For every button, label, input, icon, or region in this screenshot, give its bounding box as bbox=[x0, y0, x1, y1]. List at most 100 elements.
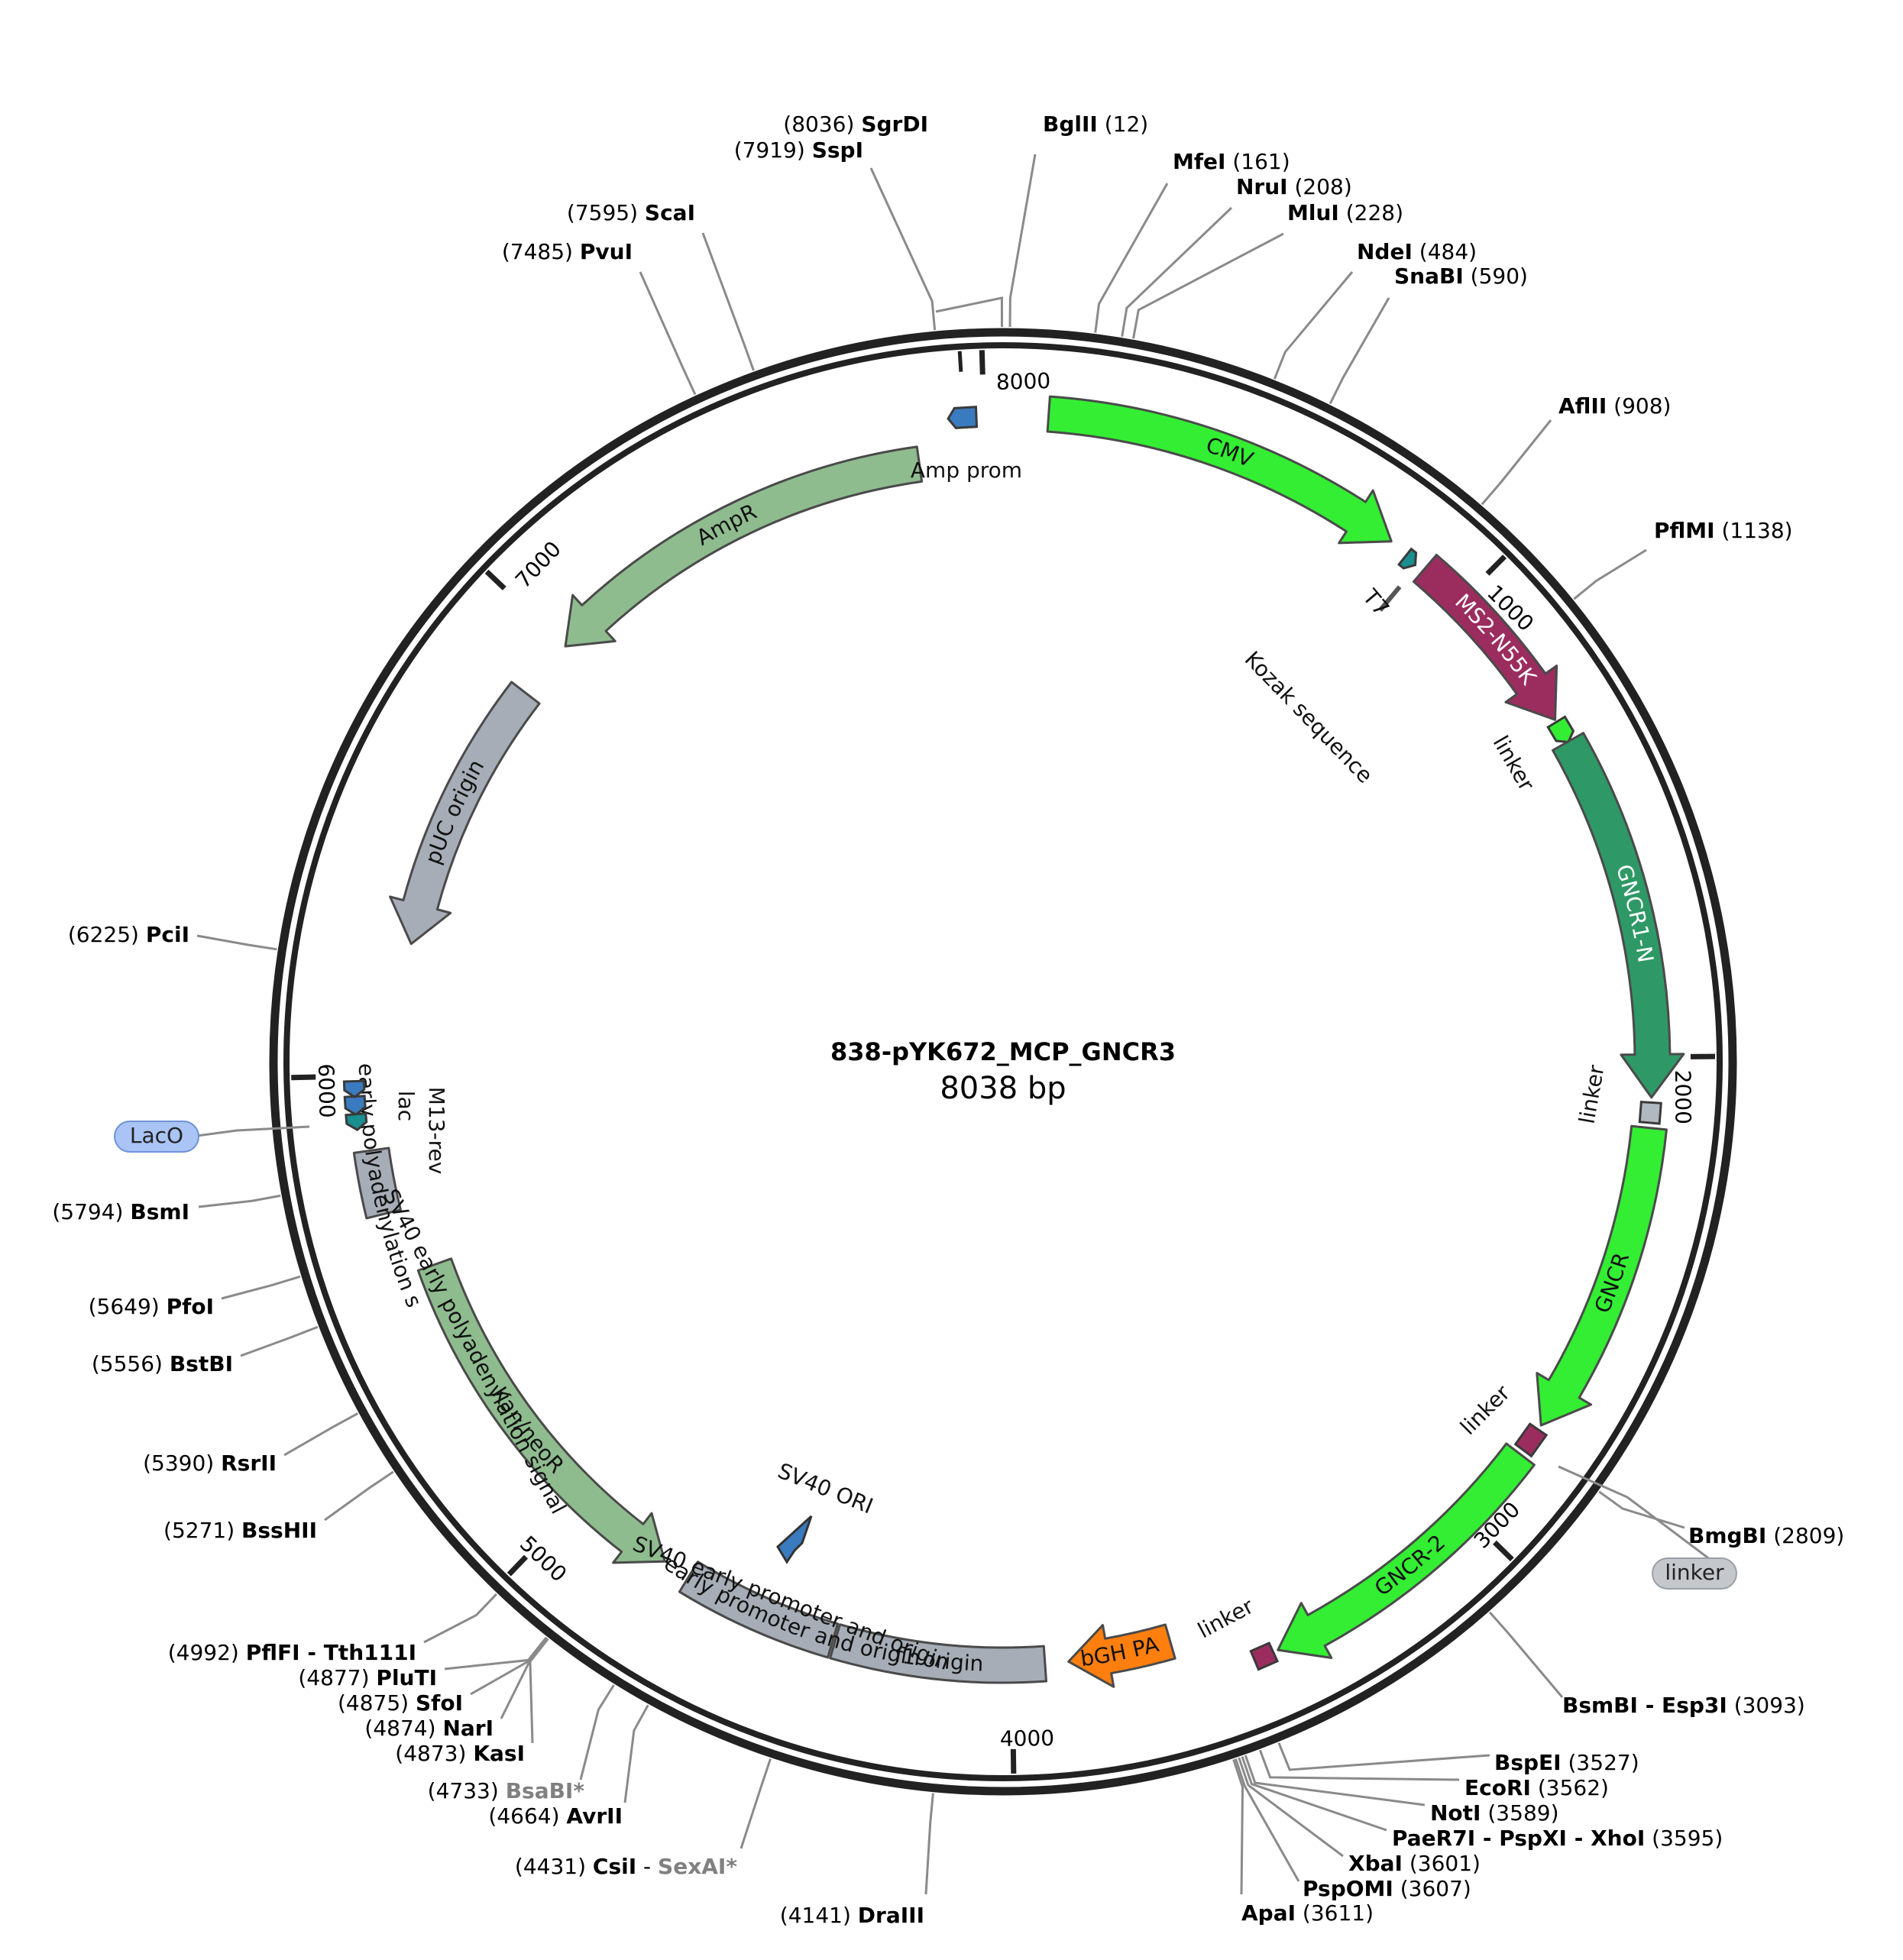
feature-label-sv40pa: SV40 early polyadenylation signal bbox=[378, 1185, 571, 1518]
site-position: (3562) bbox=[1531, 1775, 1609, 1800]
feature-ampprom[interactable] bbox=[947, 406, 979, 429]
site-snabi[interactable]: SnaBI (590) bbox=[1329, 264, 1528, 405]
feature-f1[interactable]: f1 origin bbox=[747, 1608, 1138, 1684]
feature-shape bbox=[947, 406, 979, 429]
site-label: (5271) BssHII bbox=[163, 1518, 317, 1543]
site-leader-line bbox=[924, 1793, 934, 1895]
site-pvui[interactable]: (7485) PvuI bbox=[502, 239, 697, 396]
site-name: NdeI bbox=[1357, 239, 1413, 264]
site-label: MfeI (161) bbox=[1173, 149, 1290, 174]
boxed-label-linkerbox[interactable]: linker bbox=[1558, 1465, 1737, 1590]
site-label: (4992) PflFI - Tth111I bbox=[168, 1640, 416, 1665]
map-title: 838-pYK672_MCP_GNCR3 bbox=[830, 1037, 1176, 1066]
boxed-label-laco[interactable]: LacO bbox=[114, 1121, 310, 1153]
boxed-label-text: LacO bbox=[130, 1123, 183, 1148]
site-position: (3093) bbox=[1727, 1693, 1805, 1718]
site-sgrdi[interactable]: (8036) SgrDI bbox=[783, 112, 1003, 328]
site-rsrii[interactable]: (5390) RsrII bbox=[143, 1412, 359, 1476]
site-pfoi[interactable]: (5649) PfoI bbox=[89, 1275, 301, 1319]
site-ndei[interactable]: NdeI (484) bbox=[1273, 239, 1477, 380]
feature-linker1[interactable] bbox=[1546, 715, 1575, 744]
site-name: BsmBI - Esp3I bbox=[1562, 1693, 1727, 1718]
feature-t7[interactable] bbox=[1397, 547, 1418, 570]
site-name: MluI bbox=[1287, 200, 1339, 225]
site-position: (4875) bbox=[338, 1690, 416, 1716]
site-nrui[interactable]: NruI (208) bbox=[1121, 174, 1352, 337]
site-draiii[interactable]: (4141) DraIII bbox=[780, 1793, 934, 1928]
feature-ampr[interactable]: AmpR bbox=[506, 445, 1013, 720]
site-pflmi[interactable]: PflMI (1138) bbox=[1573, 518, 1793, 600]
site-bmgbi[interactable]: BmgBI (2809) bbox=[1598, 1490, 1844, 1548]
site-bsmi[interactable]: (5794) BsmI bbox=[52, 1194, 281, 1224]
site-scai[interactable]: (7595) ScaI bbox=[567, 200, 755, 371]
site-label: (4664) AvrII bbox=[488, 1803, 623, 1829]
site-ecori[interactable]: EcoRI (3562) bbox=[1258, 1749, 1609, 1800]
site-bsshii[interactable]: (5271) BssHII bbox=[163, 1470, 394, 1543]
site-bsabi[interactable]: (4733) BsaBI* bbox=[428, 1684, 615, 1803]
boxed-label-pill bbox=[1652, 1557, 1737, 1590]
site-noti[interactable]: NotI (3589) bbox=[1244, 1755, 1559, 1826]
site-bglii[interactable]: BglII (12) bbox=[1008, 112, 1148, 328]
feature-shape bbox=[1397, 547, 1418, 570]
site-apai[interactable]: ApaI (3611) bbox=[1232, 1759, 1374, 1926]
feature-linker3[interactable] bbox=[1513, 1422, 1549, 1458]
tick-mark-5000 bbox=[506, 1554, 529, 1577]
feature-kanneo[interactable]: Kan/neoR bbox=[410, 1173, 747, 1608]
site-bsmbi-esp3i[interactable]: BsmBI - Esp3I (3093) bbox=[1488, 1611, 1805, 1718]
site-name: PluTI bbox=[376, 1665, 437, 1690]
site-mlui[interactable]: MluI (228) bbox=[1132, 200, 1403, 339]
site-pflfi-tth111i[interactable]: (4992) PflFI - Tth111I bbox=[168, 1593, 497, 1665]
feature-lac[interactable] bbox=[343, 1095, 367, 1117]
site-label: XbaI (3601) bbox=[1348, 1851, 1481, 1876]
site-pspomi[interactable]: PspOMI (3607) bbox=[1235, 1758, 1471, 1901]
site-label: MluI (228) bbox=[1287, 200, 1403, 225]
site-leader-line bbox=[623, 1704, 649, 1803]
feature-lacsmall[interactable] bbox=[345, 1112, 368, 1132]
site-paer7i-pspxi-xhoi[interactable]: PaeR7I - PspXI - XhoI (3595) bbox=[1241, 1756, 1723, 1851]
site-leader-line bbox=[240, 1325, 319, 1357]
feature-gncr2[interactable]: GNCR-2 bbox=[1183, 1369, 1575, 1686]
feature-linker2[interactable] bbox=[1638, 1101, 1662, 1125]
site-position: (7919) bbox=[734, 137, 812, 163]
site-bspei[interactable]: BspEI (3527) bbox=[1277, 1742, 1639, 1775]
site-kasi[interactable]: (4873) KasI bbox=[395, 1638, 549, 1766]
site-pluti[interactable]: (4877) PluTI bbox=[298, 1636, 548, 1690]
site-leader-line bbox=[1235, 1758, 1300, 1882]
site-name: NarI bbox=[442, 1716, 494, 1741]
feature-shape bbox=[352, 1147, 402, 1220]
site-position: (3527) bbox=[1562, 1750, 1639, 1775]
backbone-outer-ring bbox=[269, 328, 1737, 1796]
feature-bghpa[interactable]: bGH PA bbox=[974, 1609, 1258, 1688]
site-leader-line bbox=[1488, 1611, 1564, 1698]
site-pcii[interactable]: (6225) PciI bbox=[68, 922, 277, 951]
site-position: (161) bbox=[1225, 149, 1290, 174]
feature-gncr[interactable]: GNCR bbox=[1477, 1027, 1668, 1505]
site-leader-line bbox=[1121, 206, 1233, 337]
site-name: KasI bbox=[473, 1741, 525, 1766]
site-label: (5649) PfoI bbox=[89, 1294, 214, 1319]
site-label: AflII (908) bbox=[1558, 393, 1671, 419]
feature-puc[interactable]: pUC origin bbox=[389, 623, 589, 1038]
site-xbai[interactable]: XbaI (3601) bbox=[1238, 1757, 1481, 1876]
feature-cmv[interactable]: CMV bbox=[947, 395, 1468, 608]
site-aflii[interactable]: AflII (908) bbox=[1481, 393, 1672, 506]
site-name: PciI bbox=[146, 922, 189, 947]
site-label: (6225) PciI bbox=[68, 922, 189, 947]
site-name: PfoI bbox=[167, 1294, 214, 1319]
site-label: (5390) RsrII bbox=[143, 1451, 277, 1476]
feature-m13rev[interactable] bbox=[342, 1079, 366, 1099]
feature-linker4[interactable] bbox=[1249, 1641, 1280, 1671]
site-bstbi[interactable]: (5556) BstBI bbox=[92, 1325, 319, 1376]
site-name: XbaI bbox=[1348, 1851, 1403, 1876]
site-avrii[interactable]: (4664) AvrII bbox=[488, 1704, 649, 1829]
feature-shape bbox=[678, 1561, 840, 1659]
site-leader-line bbox=[1329, 297, 1390, 405]
site-csii-sexai[interactable]: (4431) CsiI - SexAI* bbox=[515, 1758, 772, 1879]
feature-shape bbox=[829, 1623, 1048, 1684]
feature-kozak[interactable] bbox=[1378, 585, 1402, 612]
feature-label-linker3: linker bbox=[1455, 1380, 1515, 1440]
feature-sv40-ori[interactable]: SV40 ORI bbox=[775, 1458, 877, 1564]
site-sspi[interactable]: (7919) SspI bbox=[734, 137, 937, 331]
site-mfei[interactable]: MfeI (161) bbox=[1094, 149, 1290, 333]
boxed-label-text: linker bbox=[1665, 1560, 1724, 1585]
